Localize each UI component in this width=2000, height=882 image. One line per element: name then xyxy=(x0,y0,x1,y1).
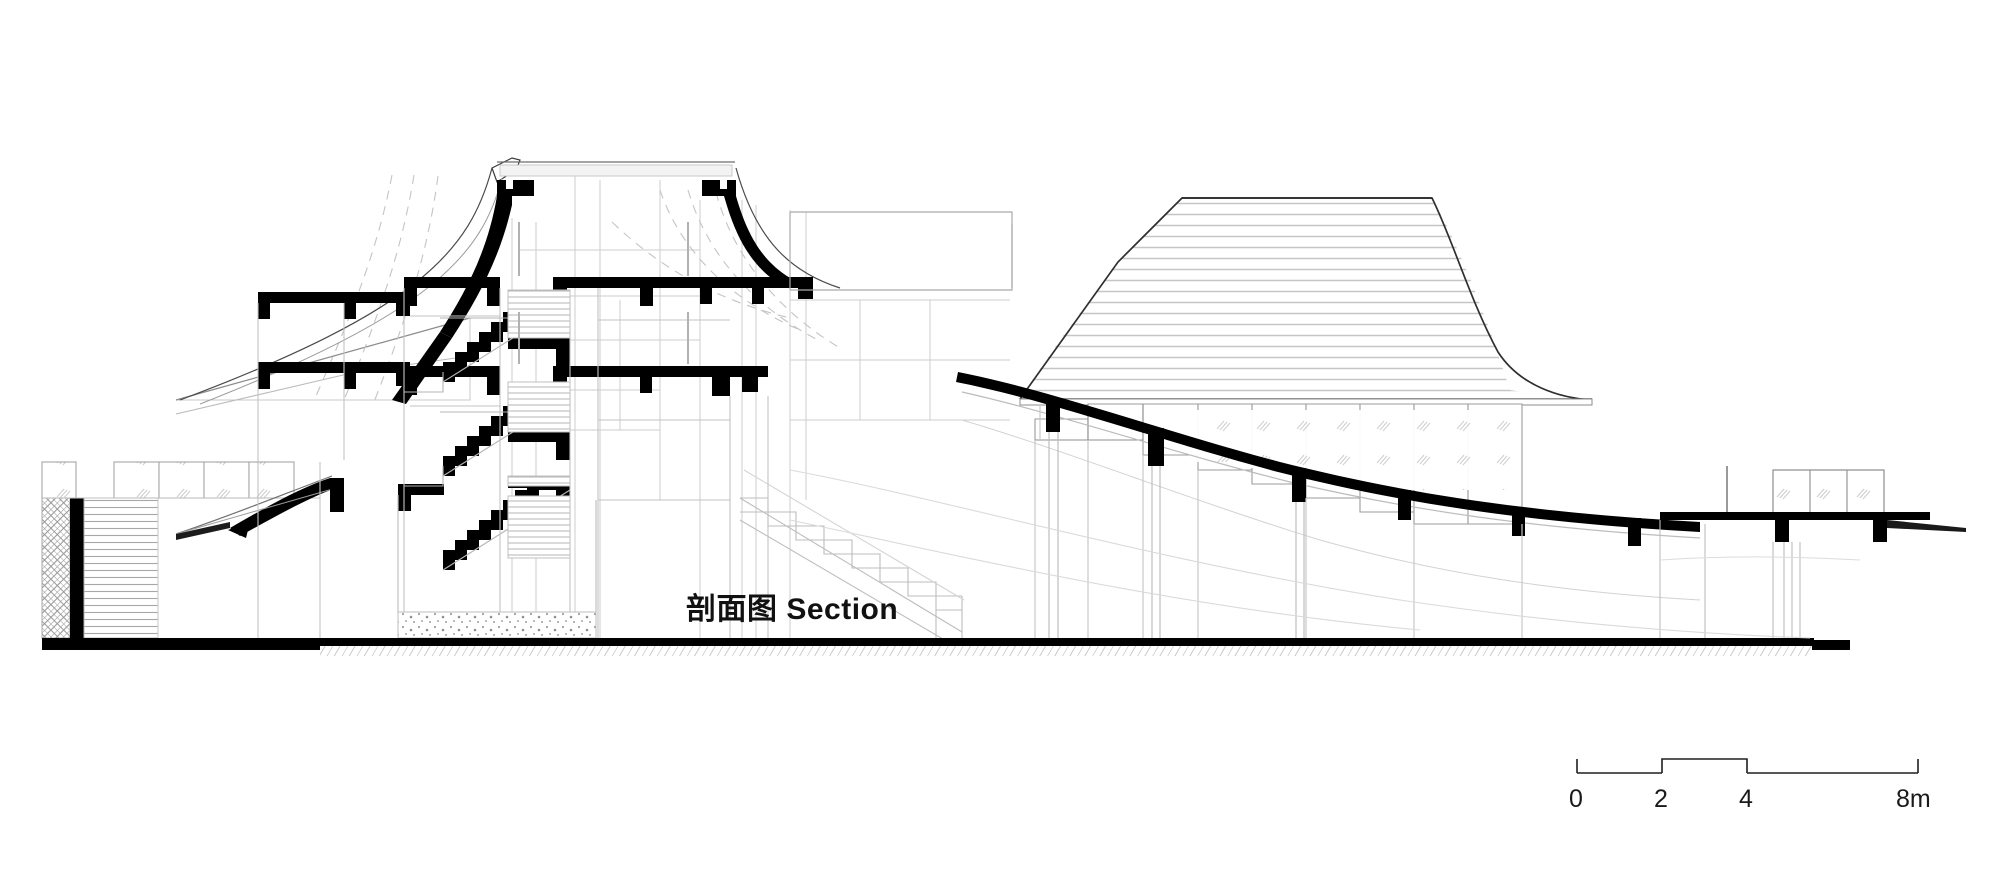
slab-L1-left-wing xyxy=(258,292,410,303)
right-curved-canopy xyxy=(956,372,1701,640)
right-parapet-gutter-cut xyxy=(702,180,790,288)
slab-L3-left xyxy=(404,277,500,288)
stepped-seating xyxy=(1034,403,1523,525)
stair-flight-upper xyxy=(443,292,570,382)
scalebar-graphic xyxy=(1576,758,1919,774)
right-block-outline xyxy=(789,211,1013,291)
core-floor-slabs xyxy=(258,277,813,511)
scalebar-tick-2: 2 xyxy=(1654,785,1668,813)
stair-flight-mid xyxy=(443,386,570,476)
left-retaining-wall xyxy=(41,461,320,640)
slab-L2-right xyxy=(553,366,768,377)
upper-volume-mullions xyxy=(518,222,689,364)
left-low-eave xyxy=(175,475,344,538)
interior-ground-contours xyxy=(789,469,1811,639)
retaining-wall-cut xyxy=(70,498,84,640)
slab-L3-right xyxy=(553,277,813,288)
landing-upper xyxy=(508,337,570,349)
pavilion-slab-cut xyxy=(1660,512,1930,520)
page-title: 剖面图 Section xyxy=(686,593,899,626)
left-edge-detail xyxy=(176,522,230,540)
scalebar-tick-8m: 8m xyxy=(1896,785,1931,813)
scalebar: 0 2 4 8m xyxy=(1560,740,1960,813)
canopy-posts xyxy=(1046,398,1641,546)
roof-outline xyxy=(1019,197,1593,401)
core-walls-thin xyxy=(257,288,769,640)
stair-flight-lower xyxy=(443,480,570,570)
stair-beyond-hatch xyxy=(507,289,571,559)
ground-hatch xyxy=(320,646,1812,656)
landing-mid xyxy=(508,430,570,442)
scalebar-tick-0: 0 xyxy=(1569,785,1583,813)
foundation xyxy=(42,495,1850,656)
terrace-columns xyxy=(1034,404,1523,638)
right-stair-beyond xyxy=(739,469,965,643)
right-glazed-pavilion xyxy=(1659,466,1966,640)
scalebar-tick-4: 4 xyxy=(1739,785,1753,813)
left-parapet-gutter-cut xyxy=(440,180,534,338)
slab-ground-core xyxy=(398,484,444,495)
